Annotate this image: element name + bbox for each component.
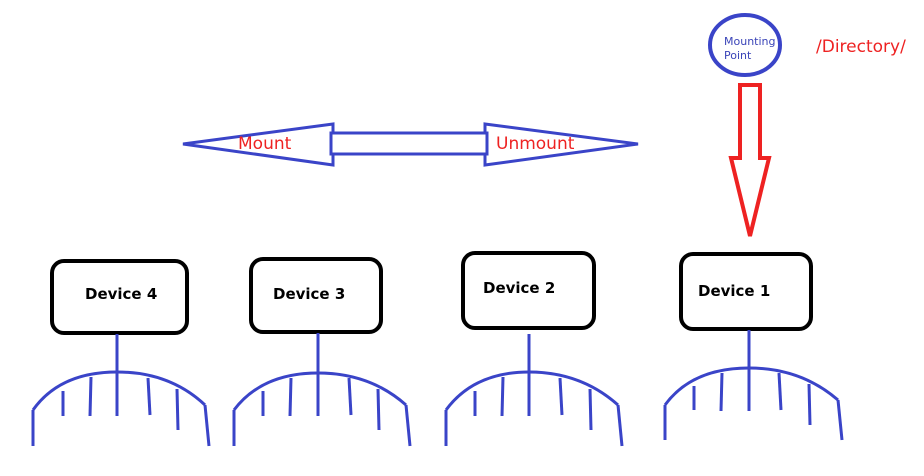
device-3-node: Device 3 <box>232 257 412 447</box>
device-1-node: Device 1 <box>663 252 844 441</box>
device-base-legs <box>232 373 412 447</box>
device-base-legs <box>663 368 844 441</box>
directory-path-label: /Directory/ <box>816 37 906 57</box>
device-4-node: Device 4 <box>31 259 211 447</box>
device-base-arc <box>232 371 407 411</box>
mount-label: Mount <box>238 134 292 154</box>
device-label: Device 1 <box>698 282 770 300</box>
device-box <box>679 252 813 331</box>
device-base-legs <box>444 372 624 447</box>
mount-unmount-arrow: Mount Unmount <box>182 122 639 167</box>
mounting-point-label-line1: Mounting <box>724 35 776 48</box>
device-label: Device 4 <box>85 285 157 303</box>
unmount-label: Unmount <box>496 134 575 154</box>
device-box <box>50 259 189 335</box>
arrow-shaft <box>329 131 489 156</box>
mounting-point-label-line2: Point <box>724 49 752 62</box>
device-label: Device 2 <box>483 279 555 297</box>
device-base-arc <box>31 370 207 411</box>
device-box <box>461 251 596 330</box>
device-base-arc <box>444 370 619 411</box>
mounting-point-node: Mounting Point <box>708 13 782 77</box>
device-label: Device 3 <box>273 285 345 303</box>
device-base-arc <box>663 366 839 406</box>
device-base-legs <box>31 372 211 447</box>
mounting-point-circle <box>708 13 782 77</box>
device-box <box>249 257 383 334</box>
mount-direction-arrow <box>728 83 772 237</box>
device-2-node: Device 2 <box>444 251 624 447</box>
